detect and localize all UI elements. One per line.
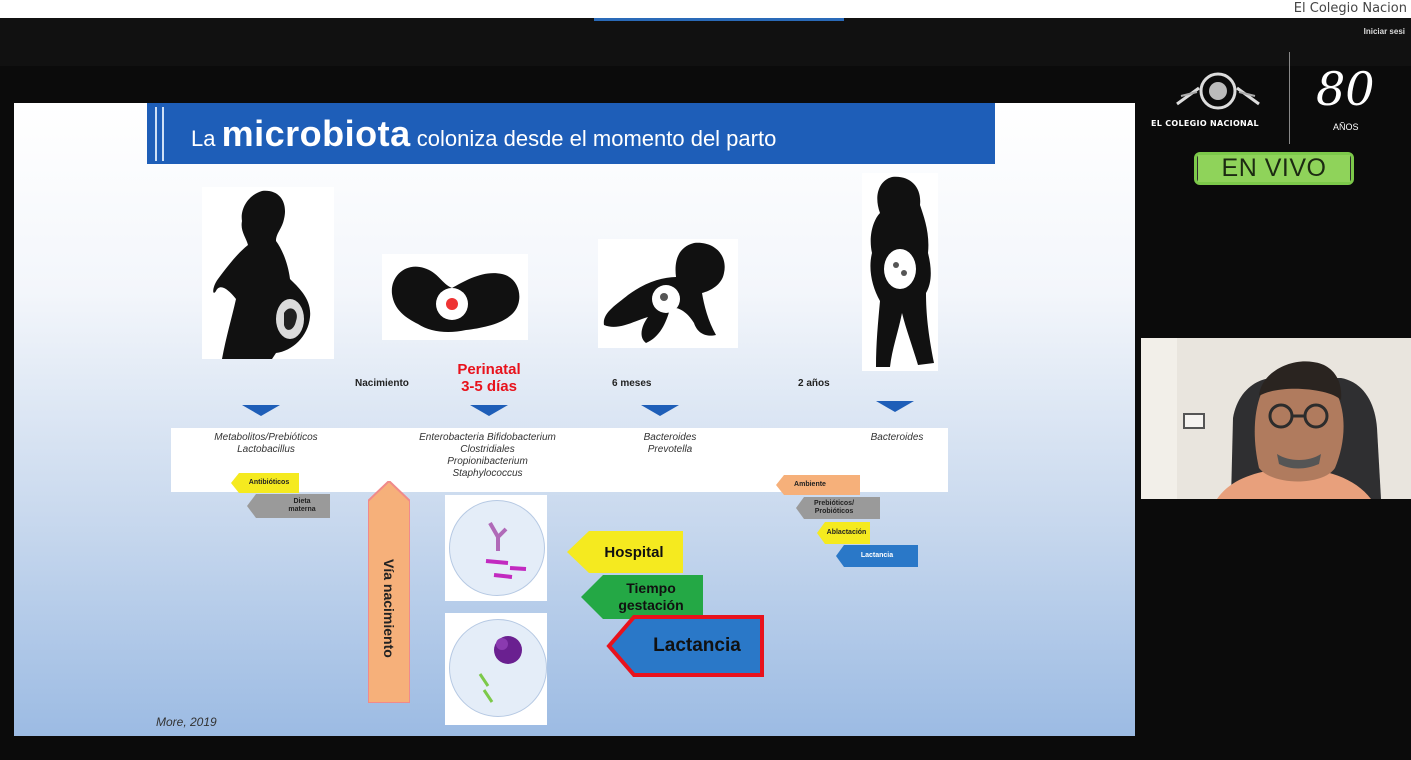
title-pre: La: [191, 126, 216, 151]
infant-crawling-image: [598, 239, 738, 348]
timeline-marker: [242, 405, 280, 416]
top-strip: El Colegio Nacion: [0, 0, 1411, 18]
tag-antibioticos: Antibióticos: [248, 479, 290, 486]
tag-prebioticos: Prebióticos/ Probióticos: [804, 497, 864, 519]
band-text: Propionibacterium: [447, 456, 528, 467]
bacteria-circle: [449, 619, 547, 717]
band-text: Prevotella: [647, 444, 693, 455]
tag-lactancia-small: Lactancia: [860, 552, 894, 559]
factor-tiempo: Tiempo gestación: [603, 575, 699, 619]
speaker-image: [1141, 338, 1411, 499]
antibioticos-arrow: [231, 473, 299, 493]
logo-anos: AÑOS: [1333, 122, 1359, 132]
band-text: Clostridiales: [460, 444, 515, 455]
perinatal-line1: Perinatal: [457, 361, 521, 378]
band-text: Lactobacillus: [237, 444, 295, 455]
timeline-marker: [876, 401, 914, 412]
signin-link[interactable]: Iniciar sesi: [1363, 27, 1405, 36]
band-text: Enterobacteria Bifidobacterium: [419, 432, 556, 443]
band-text: Bacteroides: [643, 432, 697, 443]
via-nacimiento-label: Vía nacimiento: [381, 558, 397, 658]
colegio-crest-icon: [1176, 72, 1260, 110]
logo-name: EL COLEGIO NACIONAL: [1151, 119, 1259, 128]
logo-80: 80: [1316, 62, 1375, 116]
label-2-anos: 2 años: [798, 378, 830, 389]
slide-title-bar: La microbiota coloniza desde el momento …: [147, 103, 995, 164]
title-keyword: microbiota: [221, 113, 411, 154]
band-col1: Metabolitos/Prebióticos Lactobacillus: [201, 432, 331, 456]
band-col2: Enterobacteria Bifidobacterium Clostridi…: [395, 432, 580, 480]
perinatal-line2: 3-5 días: [461, 378, 517, 395]
citation: More, 2019: [156, 715, 217, 729]
ambiente-arrow: [776, 475, 860, 495]
toddler-standing-image: [862, 173, 938, 371]
factor-text: gestación: [618, 597, 684, 613]
lactancia-big-arrow: [606, 615, 764, 677]
tag-text: Probióticos: [814, 508, 854, 515]
slide-title: La microbiota coloniza desde el momento …: [191, 113, 776, 155]
via-nacimiento-arrow: [368, 481, 410, 703]
tab-indicator[interactable]: [594, 18, 844, 21]
timeline-marker: [470, 405, 508, 416]
tag-text: Dieta: [293, 498, 311, 505]
label-nacimiento: Nacimiento: [355, 378, 409, 389]
title-accent-line: [162, 107, 164, 161]
label-perinatal: Perinatal 3-5 días: [439, 361, 539, 395]
band-text: Metabolitos/Prebióticos: [214, 432, 318, 443]
label-6-meses: 6 meses: [612, 378, 652, 389]
bacteria-circle: [449, 500, 545, 596]
tag-text: materna: [288, 506, 316, 513]
factor-hospital: Hospital: [604, 543, 664, 561]
player-top-bar: [0, 18, 1411, 66]
pregnant-woman-image: [202, 187, 334, 359]
factor-text: Tiempo: [626, 580, 676, 596]
presentation-slide: La microbiota coloniza desde el momento …: [14, 103, 1135, 736]
tag-dieta: Dieta materna: [274, 494, 330, 518]
newborn-image: [382, 254, 528, 340]
live-badge: EN VIVO: [1198, 154, 1350, 182]
tiempo-arrow: [581, 575, 703, 619]
tag-ambiente: Ambiente: [794, 481, 826, 488]
hospital-arrow: [567, 531, 683, 573]
logo-divider: [1289, 52, 1290, 144]
lactancia-small-arrow: [836, 545, 918, 567]
band-text: Bacteroides: [870, 432, 924, 443]
bacteria-drawing: [485, 522, 527, 579]
ablactacion-arrow: [817, 522, 870, 544]
tag-ablactacion: Ablactación: [826, 529, 867, 536]
band-col4: Bacteroides: [852, 432, 942, 444]
title-post: coloniza desde el momento del parto: [416, 126, 777, 151]
institution-label: El Colegio Nacion: [1293, 1, 1407, 16]
factor-lactancia: Lactancia: [653, 635, 741, 656]
tag-text: Prebióticos/: [813, 500, 855, 507]
band-text: Staphylococcus: [452, 468, 523, 479]
timeline-marker: [641, 405, 679, 416]
speaker-video: [1141, 338, 1411, 499]
prebioticos-arrow: [796, 497, 880, 519]
bacteria-drawing: [478, 636, 522, 703]
dieta-arrow: [247, 494, 330, 518]
band-col3: Bacteroides Prevotella: [620, 432, 720, 456]
title-accent-line: [155, 107, 157, 161]
